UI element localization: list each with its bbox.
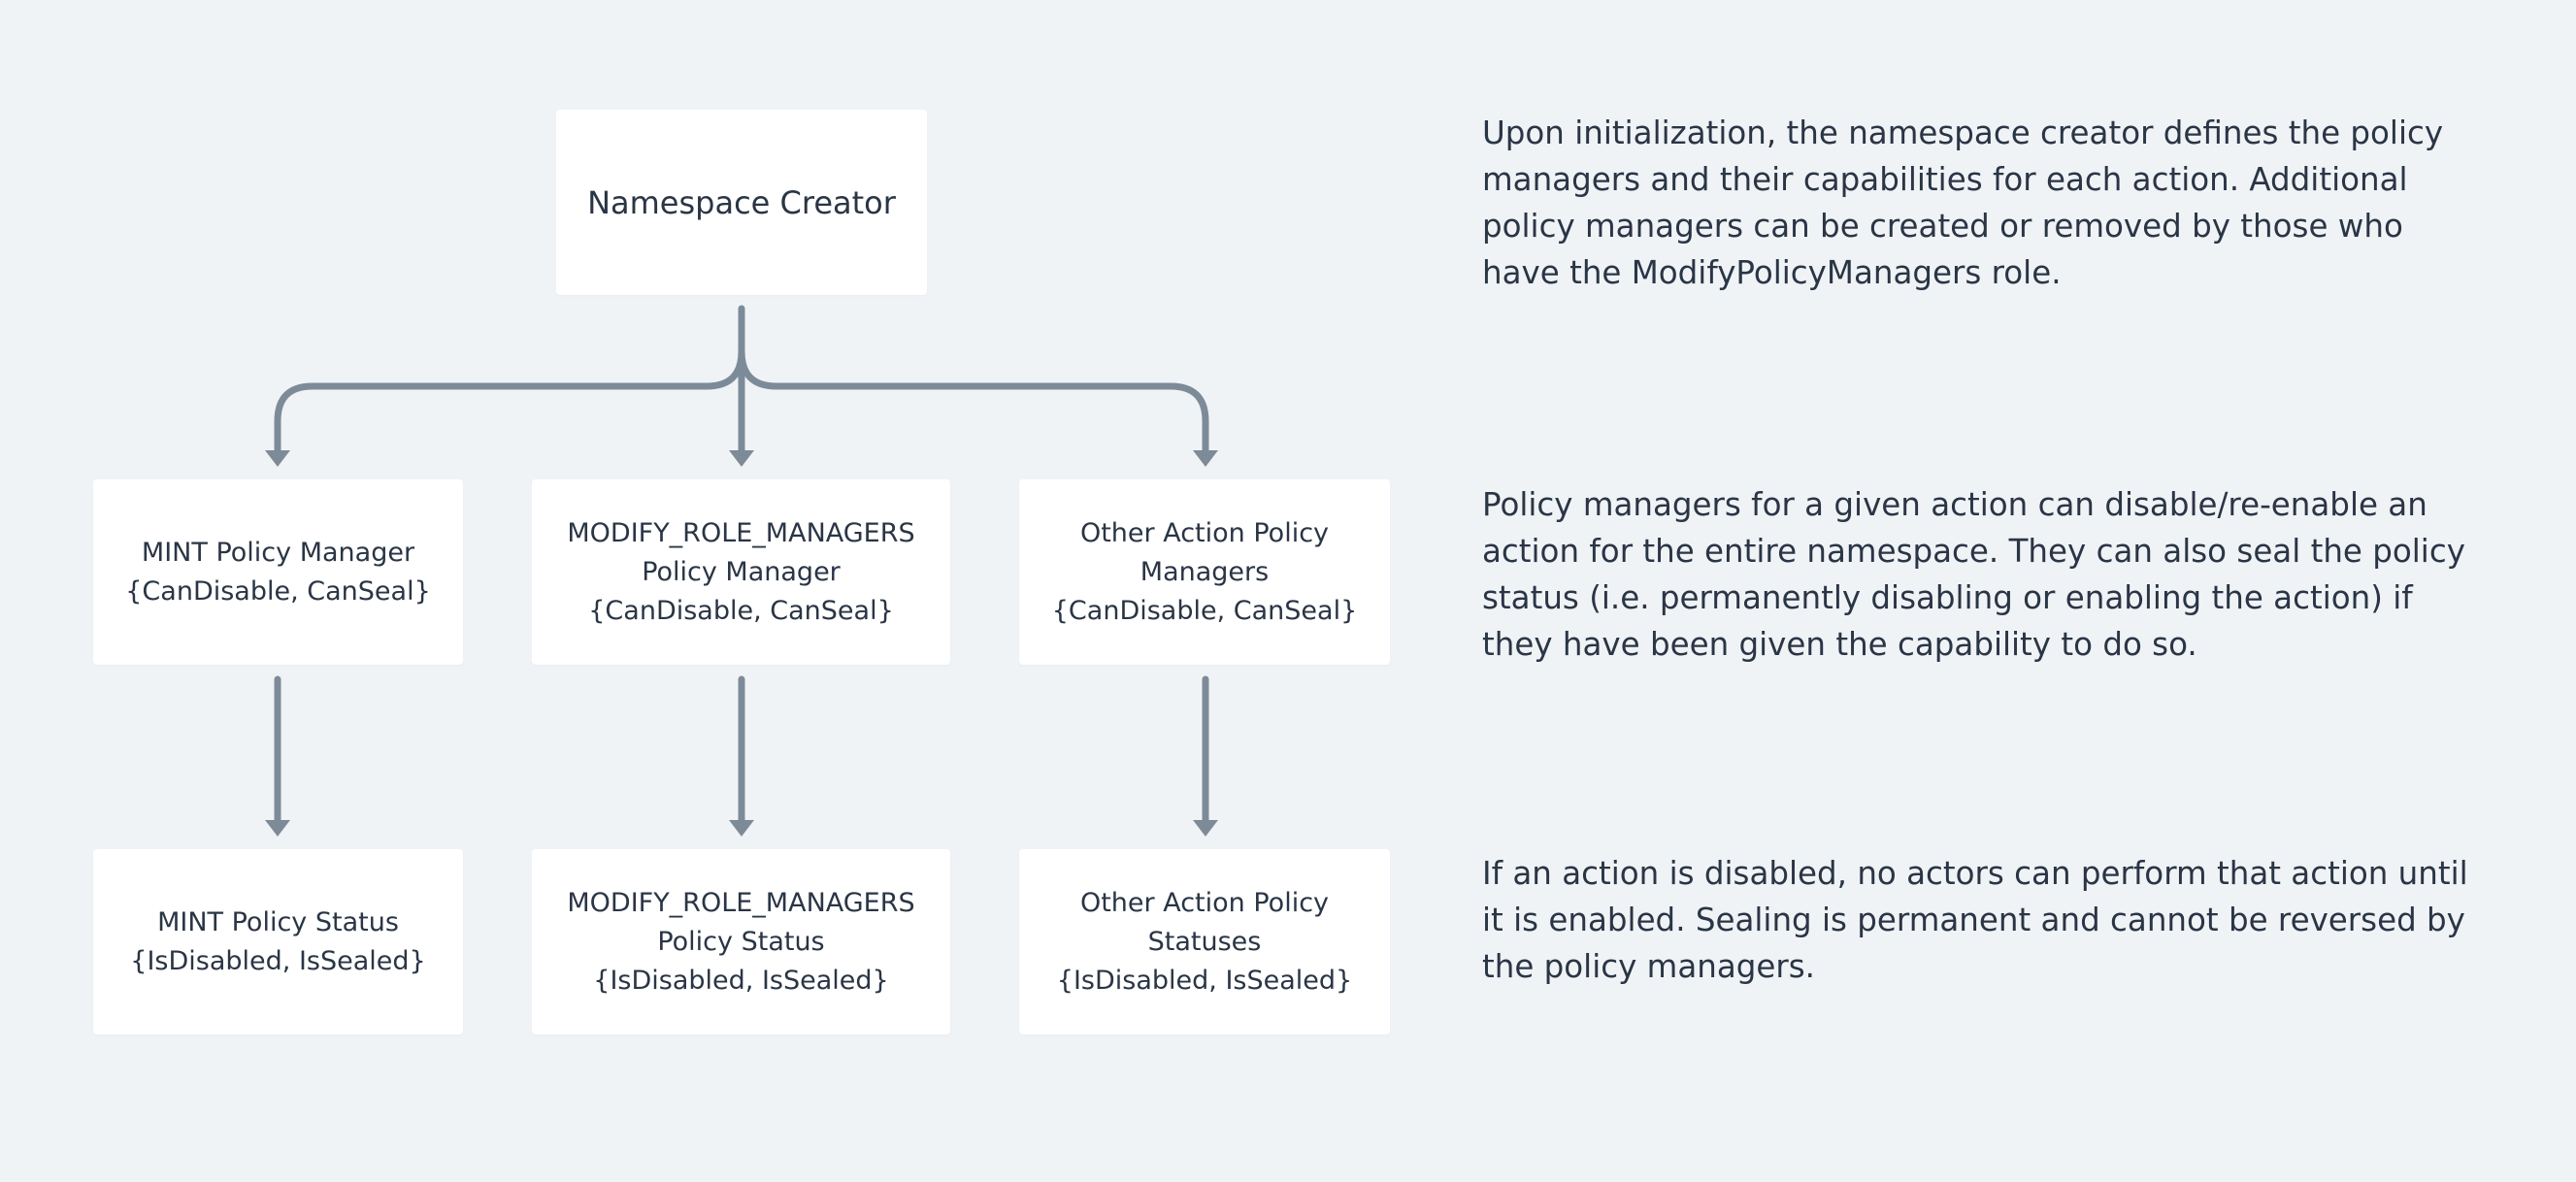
- mint-policy-status-node: MINT Policy Status {IsDisabled, IsSealed…: [93, 849, 463, 1034]
- arrowhead-mint-status: [265, 820, 290, 837]
- modify-role-managers-policy-manager-label: MODIFY_ROLE_MANAGERS Policy Manager {Can…: [567, 517, 915, 626]
- arrowhead-modify-status: [729, 820, 754, 837]
- note-disabled-sealing: If an action is disabled, no actors can …: [1482, 855, 2468, 985]
- other-action-policy-statuses-label: Other Action Policy Statuses {IsDisabled…: [1056, 887, 1353, 996]
- arrowhead-modify-manager: [729, 450, 754, 467]
- modify-role-managers-policy-status-node: MODIFY_ROLE_MANAGERS Policy Status {IsDi…: [532, 849, 950, 1034]
- mint-policy-manager-node: MINT Policy Manager {CanDisable, CanSeal…: [93, 479, 463, 665]
- namespace-creator-node: Namespace Creator: [556, 110, 927, 295]
- modify-role-managers-policy-status-label: MODIFY_ROLE_MANAGERS Policy Status {IsDi…: [567, 887, 915, 996]
- mint-policy-manager-label: MINT Policy Manager {CanDisable, CanSeal…: [125, 537, 431, 607]
- note-policy-managers: Policy managers for a given action can d…: [1482, 486, 2465, 663]
- root-trunk-line: [274, 305, 745, 456]
- other-action-policy-managers-label: Other Action Policy Managers {CanDisable…: [1051, 517, 1358, 626]
- mint-policy-status-label: MINT Policy Status {IsDisabled, IsSealed…: [130, 906, 426, 976]
- arrowhead-other-manager: [1193, 450, 1218, 467]
- other-action-policy-managers-node: Other Action Policy Managers {CanDisable…: [1019, 479, 1390, 665]
- arrowhead-other-status: [1193, 820, 1218, 837]
- other-action-policy-statuses-node: Other Action Policy Statuses {IsDisabled…: [1019, 849, 1390, 1034]
- modify-role-managers-policy-manager-node: MODIFY_ROLE_MANAGERS Policy Manager {Can…: [532, 479, 950, 665]
- namespace-creator-label: Namespace Creator: [587, 183, 896, 221]
- note-initialization: Upon initialization, the namespace creat…: [1482, 115, 2444, 291]
- root-to-other-line: [738, 347, 1209, 456]
- arrowhead-mint-manager: [265, 450, 290, 467]
